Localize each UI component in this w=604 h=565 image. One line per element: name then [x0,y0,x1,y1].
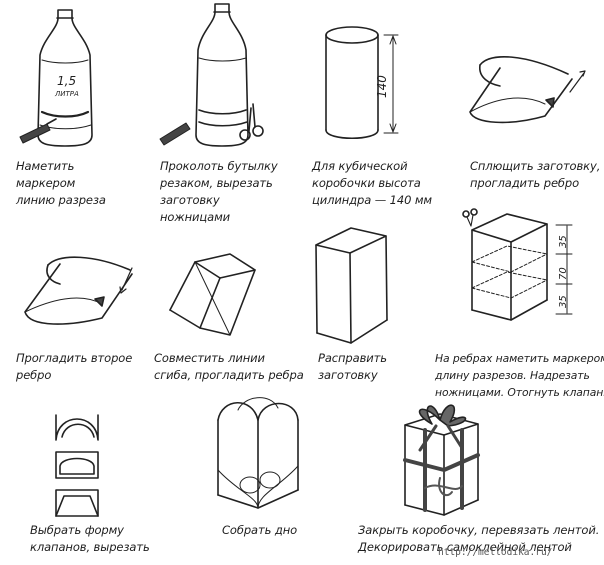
watermark: http://mellodika.ru/ [438,547,553,558]
caption-line: На ребрах наметить маркером [435,352,604,365]
step-4-caption: Сплющить заготовку, прогладить ребро [470,158,600,192]
step-7-caption: Расправить заготовку [318,350,387,384]
caption-line: резаком, вырезать [160,176,273,190]
caption-line: Прогладить второе [16,351,133,365]
caption-line: ножницами [160,210,231,224]
bottle-with-marker-illustration: 1,5 ЛИТРА [19,9,93,147]
cylinder-illustration: 140 [325,26,399,139]
caption-line: коробочки высота [312,176,421,190]
open-box-illustration [315,227,388,344]
box-with-cut-marks-illustration: 35 70 35 [462,208,573,321]
step-1-caption: Наметить маркером линию разреза [16,158,106,209]
caption-line: маркером [16,176,76,190]
caption-line: Закрыть коробочку, перевязать лентой. [358,523,600,537]
caption-line: Сплющить заготовку, [470,159,601,173]
caption-line: Проколоть бутылку [160,159,278,173]
cylinder-height-label: 140 [375,75,389,98]
caption-line: ножницами. Отогнуть клапаны. [435,386,604,399]
folded-prism-illustration [169,253,256,336]
step-9-caption: Выбрать форму клапанов, вырезать [30,522,150,556]
bottle-unit: ЛИТРА [54,90,79,98]
caption-line: Наметить [16,159,75,173]
step-8-caption: На ребрах наметить маркером длину разрез… [435,350,604,401]
gift-box-illustration [403,404,480,516]
caption-line: Собрать дно [222,523,298,537]
caption-line: заготовку [318,368,378,382]
caption-line: цилиндра — 140 мм [312,193,433,207]
caption-line: длину разрезов. Надрезать [435,369,590,382]
box-bottom-illustration [217,397,299,509]
caption-line: заготовку [160,193,220,207]
caption-line: сгиба, прогладить ребра [154,368,304,382]
bottle-with-scissors-illustration [159,3,264,147]
step-5-caption: Прогладить второе ребро [16,350,132,384]
caption-line: Выбрать форму [30,523,124,537]
step-3-caption: Для кубической коробочки высота цилиндра… [312,158,432,209]
caption-line: ребро [16,368,52,382]
step-11-caption: Закрыть коробочку, перевязать лентой. Де… [358,522,599,556]
caption-line: клапанов, вырезать [30,540,150,554]
caption-line: Для кубической [312,159,408,173]
flattened-tube-illustration [469,55,586,124]
caption-line: прогладить ребро [470,176,580,190]
caption-line: Декорировать самоклейной лентой [358,540,572,554]
bottle-volume: 1,5 [57,74,76,88]
caption-line: линию разреза [16,193,106,207]
caption-line: Совместить линии [154,351,265,365]
dimension-top: 35 [558,235,569,248]
step-10-caption: Собрать дно [222,522,297,539]
step-2-caption: Проколоть бутылку резаком, вырезать заго… [160,158,278,226]
valve-shapes-illustration [55,414,99,517]
dimension-bottom: 35 [558,295,569,308]
flattened-tube-second-edge-illustration [24,256,133,325]
step-6-caption: Совместить линии сгиба, прогладить ребра [154,350,304,384]
caption-line: Расправить [318,351,387,365]
dimension-middle: 70 [558,267,569,280]
